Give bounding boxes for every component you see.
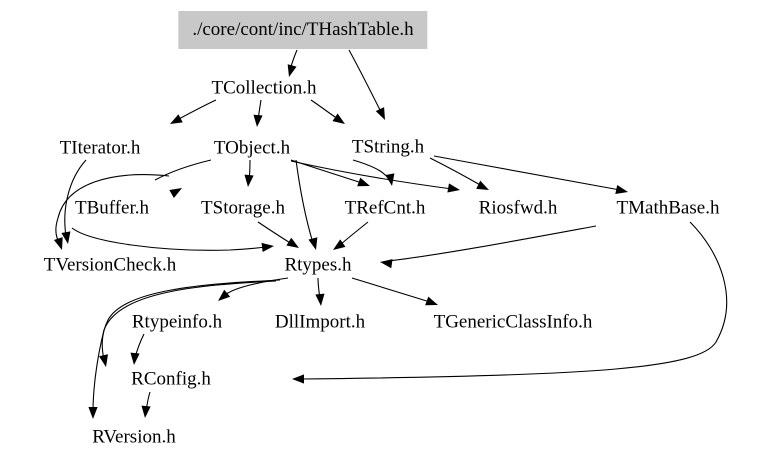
graph-node-tobject[interactable]: TObject.h (213, 137, 291, 159)
graph-node-trefcnt[interactable]: TRefCnt.h (344, 197, 426, 219)
graph-node-riosfwd[interactable]: Riosfwd.h (478, 197, 558, 219)
graph-node-tstring[interactable]: TString.h (351, 136, 425, 158)
graph-node-tversioncheck[interactable]: TVersionCheck.h (43, 254, 177, 276)
graph-node-tbuffer[interactable]: TBuffer.h (74, 197, 150, 219)
graph-node-rtypeinfo[interactable]: Rtypeinfo.h (131, 311, 223, 333)
graph-node-titerator[interactable]: TIterator.h (59, 137, 141, 159)
graph-node-thashtable[interactable]: ./core/cont/inc/THashTable.h (178, 11, 428, 49)
graph-node-rversion[interactable]: RVersion.h (92, 426, 176, 448)
graph-node-tmathbase[interactable]: TMathBase.h (616, 197, 720, 219)
graph-node-dllimport[interactable]: DllImport.h (274, 311, 366, 333)
graph-node-tstorage[interactable]: TStorage.h (201, 197, 285, 219)
graph-node-rconfig[interactable]: RConfig.h (131, 368, 211, 390)
graph-node-tcollection[interactable]: TCollection.h (211, 77, 317, 99)
graph-node-tgenericclassinfo[interactable]: TGenericClassInfo.h (433, 311, 593, 333)
graph-node-rtypes[interactable]: Rtypes.h (284, 254, 352, 276)
